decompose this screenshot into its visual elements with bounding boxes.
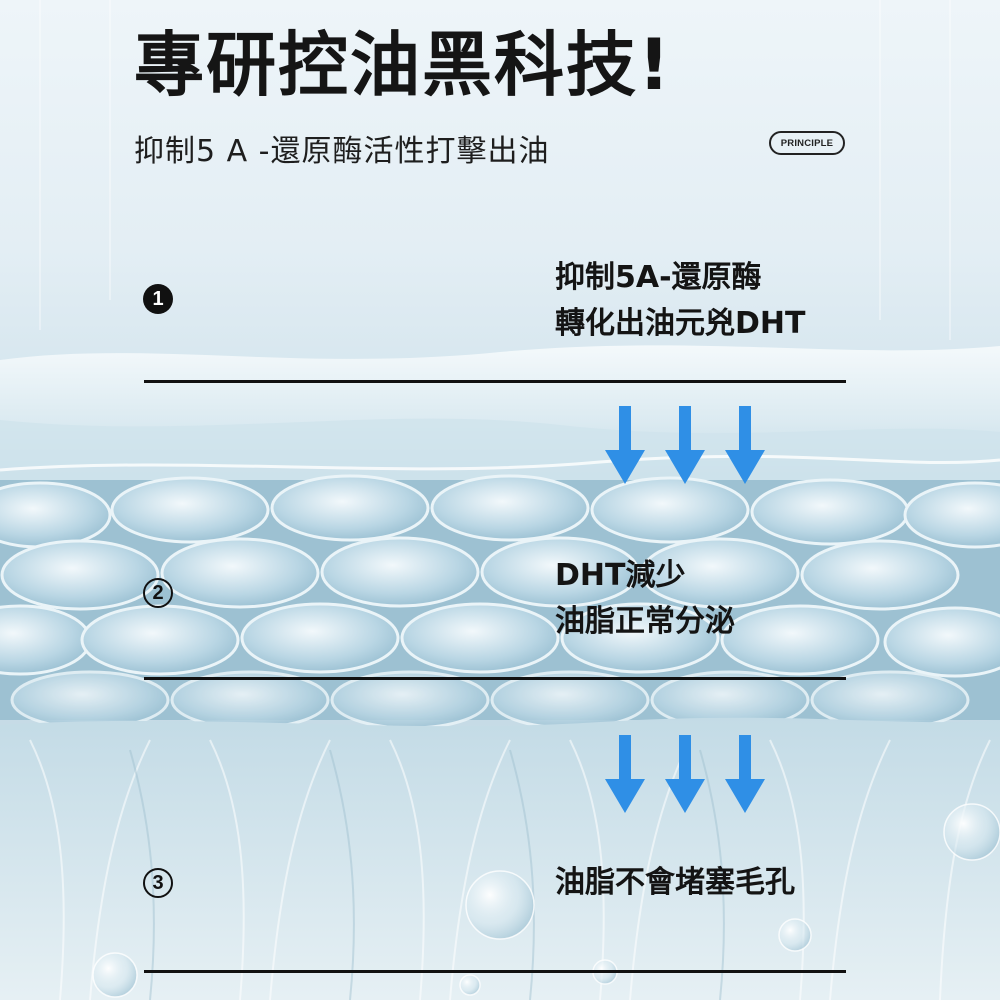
step-1-line-1: 抑制5A-還原酶 [555,260,762,295]
main-title: 專研控油黑科技! [134,24,672,106]
down-arrow-icon [725,735,765,813]
subtitle: 抑制5 A -還原酶活性打擊出油 [134,134,550,169]
down-arrows-2 [605,735,765,813]
step-3-line-1: 油脂不會堵塞毛孔 [555,865,795,900]
down-arrow-icon [725,406,765,484]
down-arrows-1 [605,406,765,484]
principle-badge: PRINCIPLE [769,131,845,155]
step-3-divider [144,970,846,973]
step-1-number: 1 [143,284,173,314]
step-1-text: 抑制5A-還原酶 轉化出油元兇DHT [555,255,805,347]
down-arrow-icon [605,406,645,484]
step-3-text: 油脂不會堵塞毛孔 [555,860,795,906]
step-3-number: 3 [143,868,173,898]
down-arrow-icon [665,735,705,813]
down-arrow-icon [605,735,645,813]
step-2-text: DHT減少 油脂正常分泌 [555,553,735,645]
step-2-number: 2 [143,578,173,608]
step-2-line-1: DHT減少 [555,558,686,593]
step-2-divider [144,677,846,680]
down-arrow-icon [665,406,705,484]
step-1-divider [144,380,846,383]
step-1-line-2: 轉化出油元兇DHT [555,306,806,341]
step-2-line-2: 油脂正常分泌 [555,604,735,639]
